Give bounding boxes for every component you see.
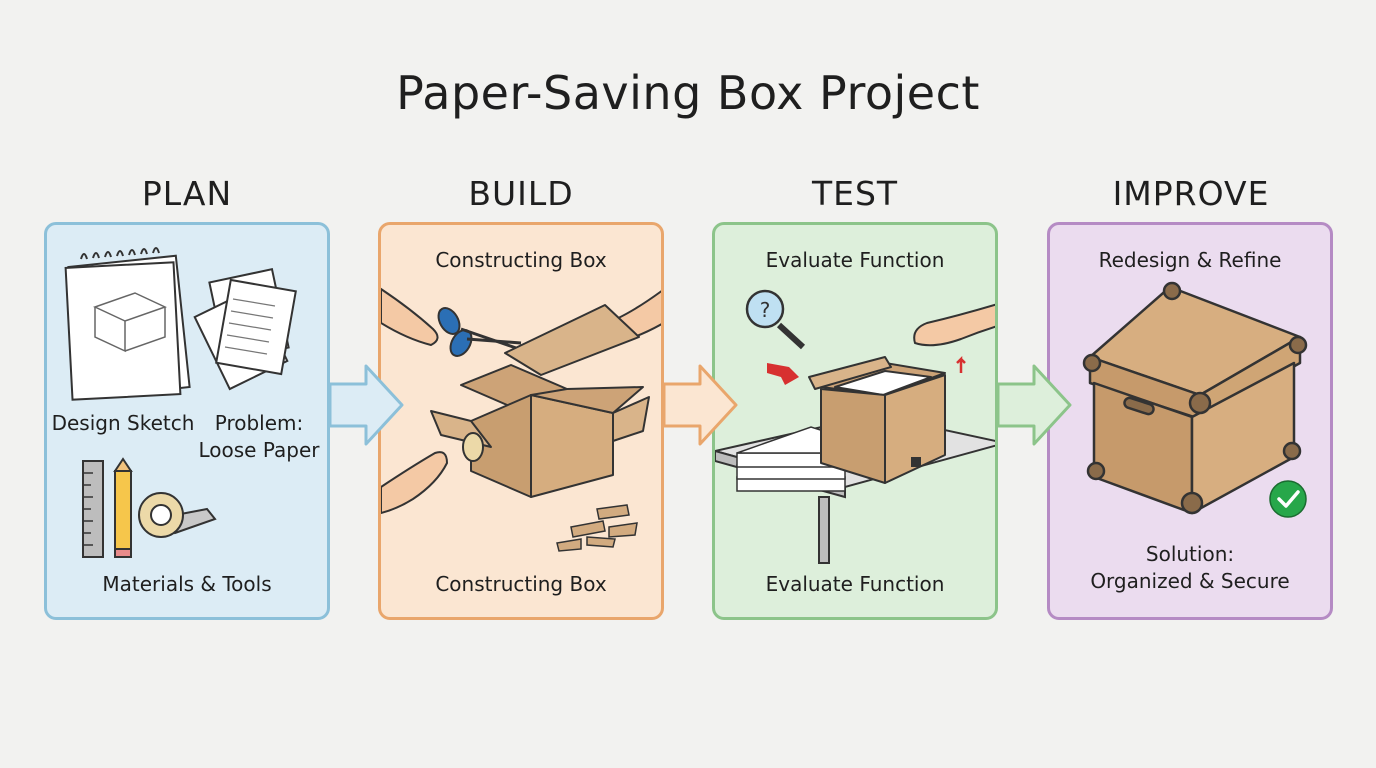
tape-roll-icon (462, 432, 484, 462)
caption-build-top: Constructing Box (435, 248, 607, 272)
magnifier-question-icon: ? (745, 289, 806, 350)
stage-label-test: TEST (811, 174, 899, 213)
caption-design-sketch: Design Sketch (51, 411, 195, 435)
arrow-right-icon (996, 364, 1072, 446)
check-circle-icon (1269, 480, 1307, 518)
hand-icon (913, 303, 995, 347)
loose-paper-icon (193, 268, 297, 391)
arrow-right-icon (328, 364, 404, 446)
test-panel: Evaluate Function ? (712, 222, 998, 620)
pencil-icon (113, 457, 133, 558)
plan-panel: Design Sketch Problem: Loose Paper Mater… (44, 222, 330, 620)
caption-build-bottom: Constructing Box (435, 572, 607, 596)
test-illustration: ? (715, 289, 995, 564)
finished-box-icon (1082, 281, 1308, 515)
cardboard-scraps-icon (556, 504, 638, 552)
improve-panel: Redesign & Refine Solution: Organized (1047, 222, 1333, 620)
cardboard-box-icon (430, 304, 650, 498)
box-with-paper-icon (808, 356, 946, 484)
arrow-right-icon (662, 364, 738, 446)
scissors-icon (437, 307, 522, 357)
caption-problem-line1: Problem: (214, 411, 304, 435)
caption-solution-line2: Organized & Secure (1090, 569, 1290, 593)
caption-improve-top: Redesign & Refine (1098, 248, 1282, 272)
caption-test-top: Evaluate Function (765, 248, 945, 272)
improve-illustration (1082, 281, 1308, 518)
stage-label-plan: PLAN (141, 174, 233, 213)
caption-problem-line2: Loose Paper (198, 438, 320, 462)
tape-roll-icon (138, 492, 217, 538)
plan-illustration (64, 247, 297, 558)
caption-test-bottom: Evaluate Function (765, 572, 945, 596)
notebook-sketch-icon (64, 247, 191, 401)
build-panel: Constructing Box (378, 222, 664, 620)
caption-solution-line1: Solution: (1145, 542, 1235, 566)
caption-materials-tools: Materials & Tools (102, 572, 272, 596)
ruler-icon (82, 460, 104, 558)
build-illustration (381, 287, 661, 552)
stage-label-build: BUILD (468, 174, 574, 213)
stage-label-improve: IMPROVE (1112, 174, 1270, 213)
svg-text:?: ? (760, 298, 771, 322)
page-title: Paper-Saving Box Project (396, 66, 980, 120)
